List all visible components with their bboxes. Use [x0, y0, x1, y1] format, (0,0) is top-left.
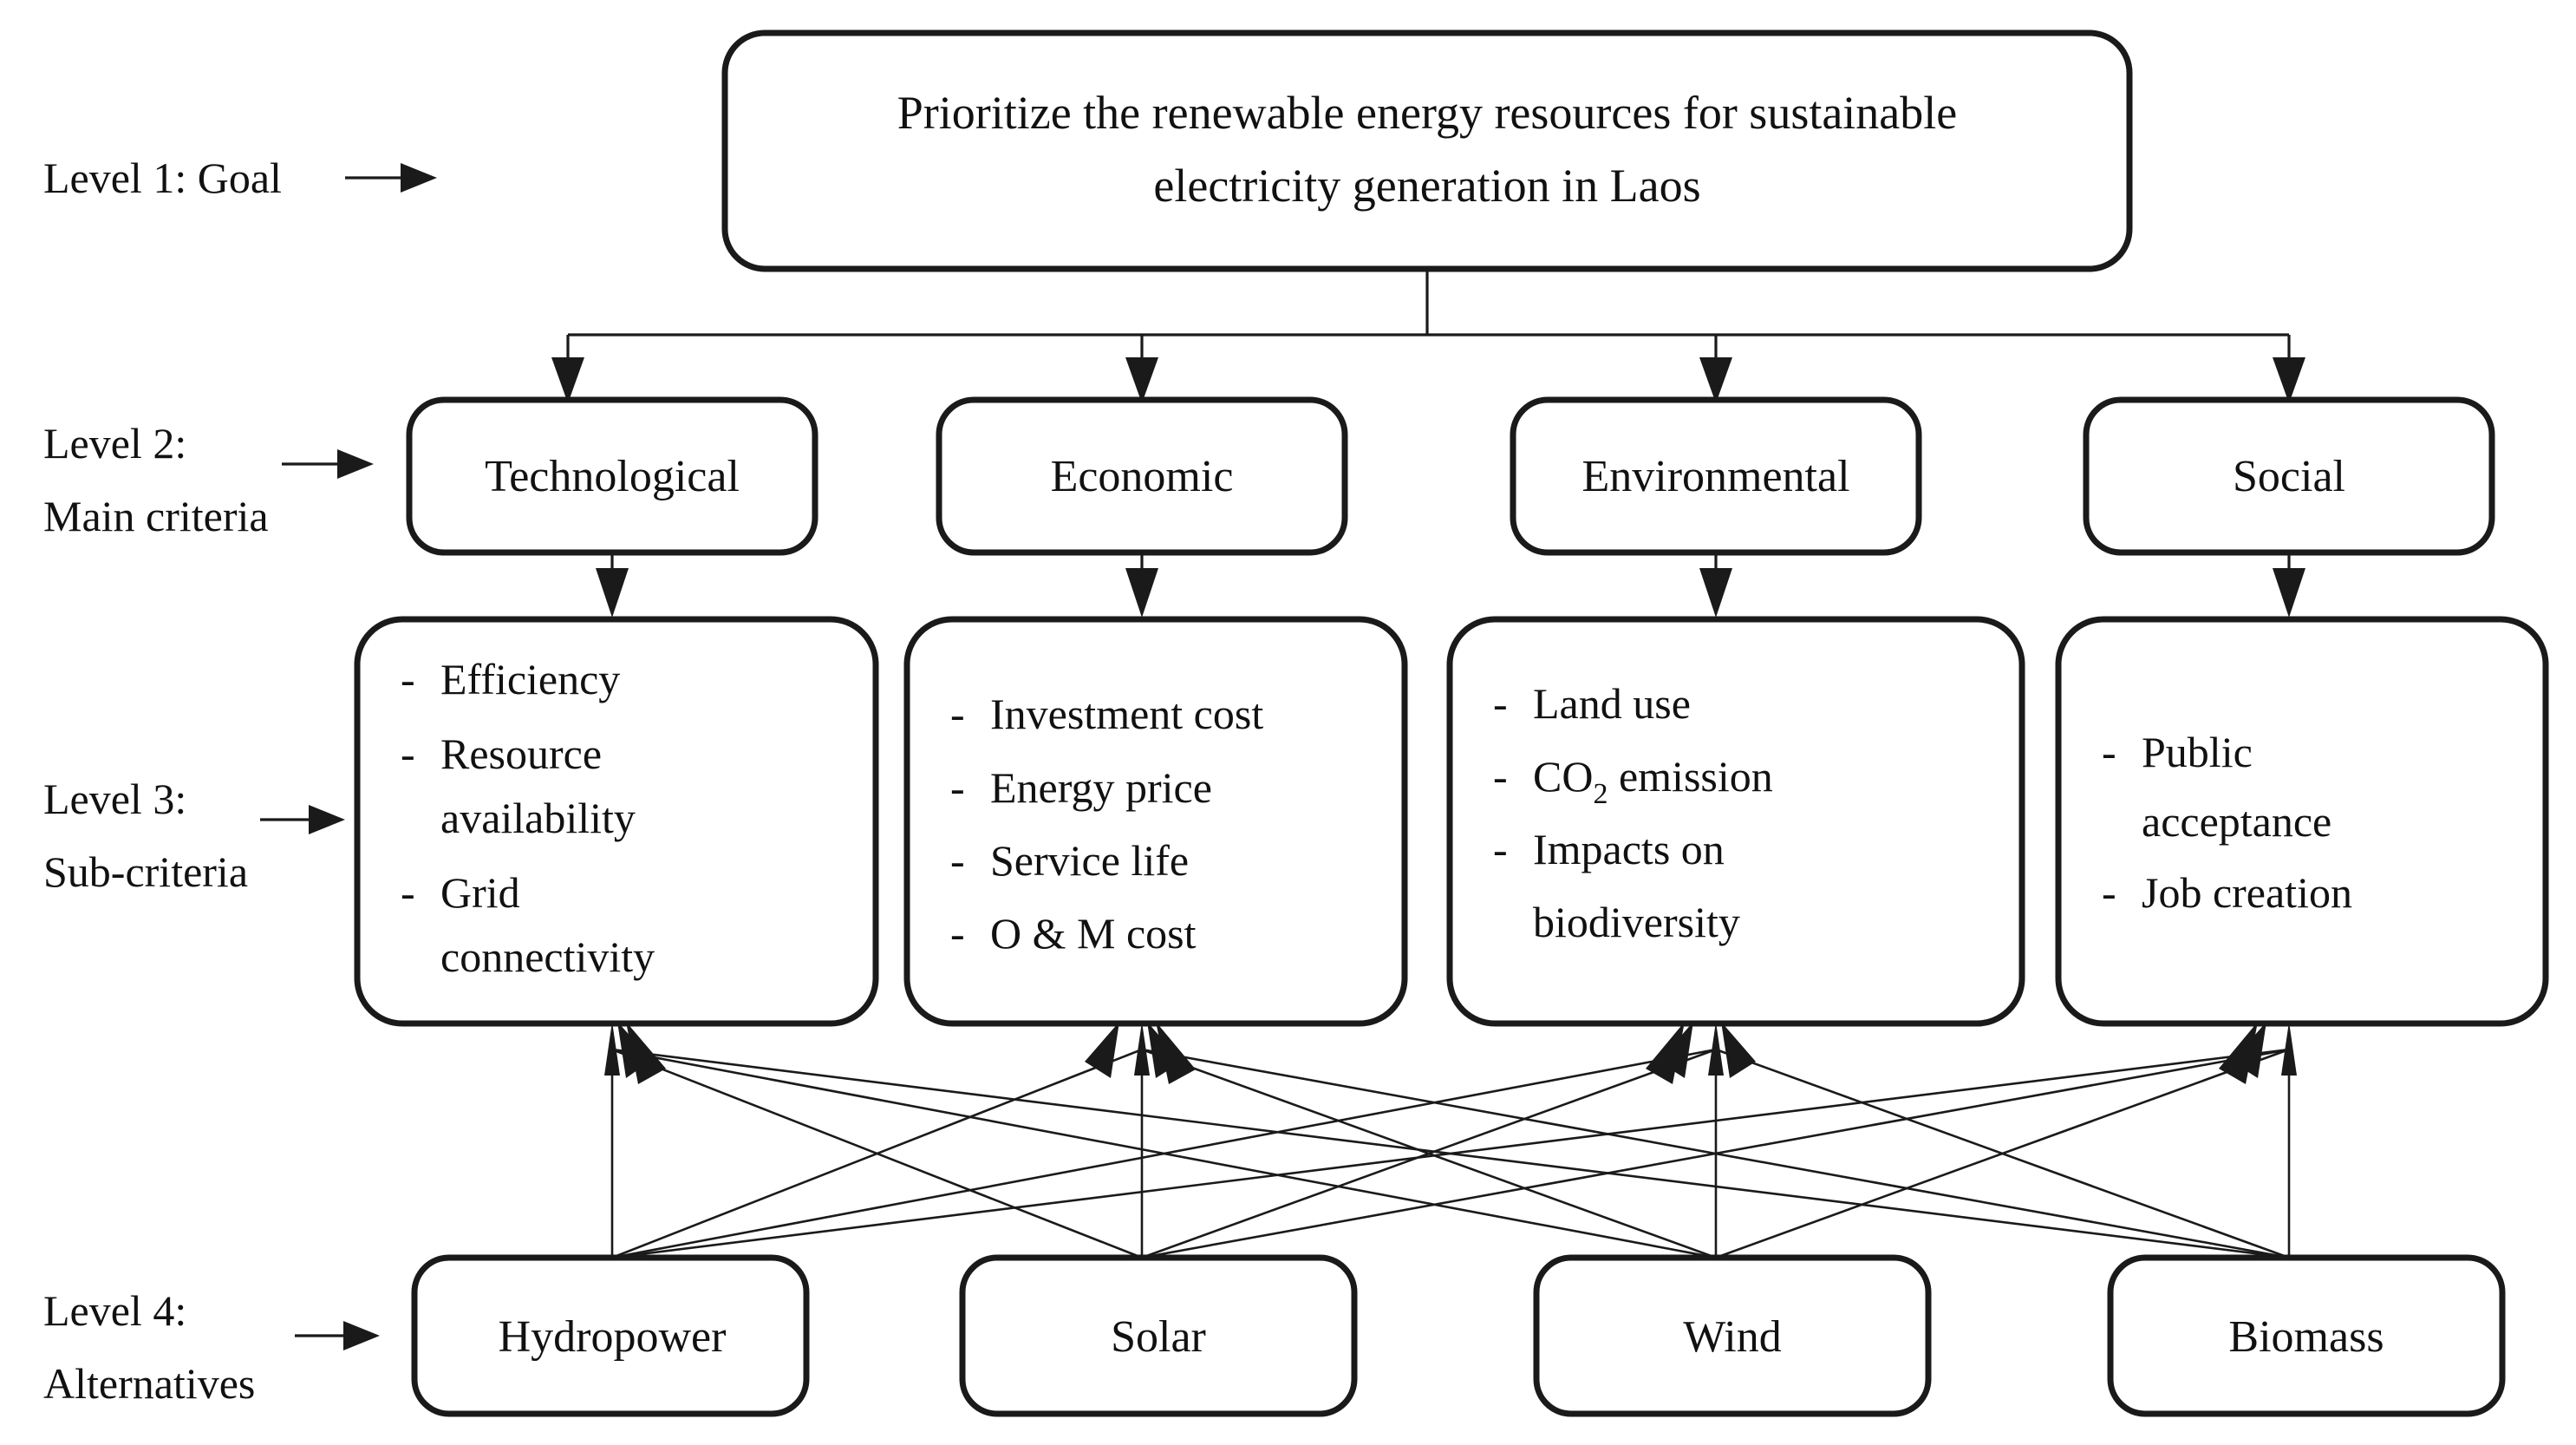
- sub-criteria-box-environmental[interactable]: - Land use - CO2 emission - Impacts on b…: [1446, 616, 2025, 1027]
- bullet-marker: -: [401, 868, 415, 917]
- alternative-box-wind[interactable]: Wind: [1533, 1254, 1932, 1417]
- level-1-label-line1: Level 1: Goal: [43, 154, 282, 202]
- main-criteria-box-social[interactable]: Social: [2083, 396, 2495, 556]
- goal-box: Prioritize the renewable energy resource…: [721, 29, 2133, 272]
- level-3-label-group: Level 3: Sub-criteria: [43, 775, 345, 896]
- level-2-label-line1: Level 2:: [43, 419, 186, 468]
- sub-criteria-item-cont: biodiversity: [1533, 898, 1740, 946]
- sub-criteria-rect: [354, 616, 879, 1027]
- bullet-marker: -: [950, 763, 965, 812]
- level-4-label-group: Level 4: Alternatives: [43, 1286, 380, 1408]
- level-3-label-line1: Level 3:: [43, 775, 186, 823]
- criteria-to-subcriteria-connectors: [596, 552, 2305, 618]
- bullet-marker: -: [2102, 868, 2116, 917]
- right-arrow-icon: [260, 805, 345, 834]
- sub-criteria-item: Service life: [990, 836, 1189, 885]
- co2-emission-word: emission: [1608, 752, 1772, 801]
- alternative-rect: [411, 1254, 810, 1417]
- sub-criteria-row: - Efficiency - Resource availability - G…: [354, 616, 2549, 1027]
- co2-formula-subscript: 2: [1593, 778, 1608, 810]
- bullet-marker: -: [1493, 825, 1508, 873]
- bullet-marker: -: [950, 836, 965, 885]
- level-2-label-group: Level 2: Main criteria: [43, 419, 374, 540]
- level-1-label-group: Level 1: Goal: [43, 154, 437, 202]
- main-criteria-label: Technological: [485, 452, 740, 501]
- alternative-rect: [959, 1254, 1358, 1417]
- sub-criteria-item: Grid: [440, 868, 520, 917]
- alternative-box-hydropower[interactable]: Hydropower: [411, 1254, 810, 1417]
- sub-criteria-item: Energy price: [990, 763, 1212, 812]
- alternative-rect: [2107, 1254, 2506, 1417]
- alternative-box-biomass[interactable]: Biomass: [2107, 1254, 2506, 1417]
- alternative-label: Hydropower: [499, 1312, 727, 1362]
- alternative-box-solar[interactable]: Solar: [959, 1254, 1358, 1417]
- main-criteria-label: Economic: [1051, 452, 1234, 501]
- right-arrow-icon: [295, 1321, 380, 1350]
- sub-criteria-item: Efficiency: [440, 655, 620, 703]
- sub-criteria-rect: [2055, 616, 2549, 1027]
- bullet-marker: -: [950, 909, 965, 958]
- sub-criteria-item: Resource: [440, 729, 602, 778]
- alternative-label: Wind: [1683, 1312, 1781, 1362]
- bullet-marker: -: [2102, 728, 2116, 776]
- sub-criteria-box-economic[interactable]: - Investment cost - Energy price - Servi…: [903, 616, 1408, 1027]
- sub-criteria-item-co2: CO2 emission: [1533, 752, 1773, 810]
- bullet-marker: -: [950, 690, 965, 738]
- sub-criteria-box-technological[interactable]: - Efficiency - Resource availability - G…: [354, 616, 879, 1027]
- level-2-label-line2: Main criteria: [43, 492, 269, 540]
- sub-criteria-item: O & M cost: [990, 909, 1197, 958]
- goal-text-line2: electricity generation in Laos: [1153, 160, 1700, 212]
- main-criteria-row: Technological Economic Environmental Soc…: [406, 396, 2495, 556]
- bullet-marker: -: [1493, 752, 1508, 801]
- level-3-label-line2: Sub-criteria: [43, 847, 248, 896]
- level-4-label-line2: Alternatives: [43, 1359, 255, 1408]
- sub-criteria-rect: [1446, 616, 2025, 1027]
- right-arrow-icon: [282, 449, 374, 479]
- sub-criteria-rect: [903, 616, 1408, 1027]
- co2-formula-base: CO: [1533, 752, 1593, 801]
- main-criteria-box-economic[interactable]: Economic: [936, 396, 1348, 556]
- alternatives-to-subcriteria-connectors: [604, 1022, 2297, 1259]
- goal-to-criteria-connector: [551, 269, 2305, 403]
- main-criteria-box-environmental[interactable]: Environmental: [1510, 396, 1922, 556]
- sub-criteria-box-social[interactable]: - Public acceptance - Job creation: [2055, 616, 2549, 1027]
- level-4-label-line1: Level 4:: [43, 1286, 186, 1335]
- bullet-marker: -: [401, 729, 415, 778]
- sub-criteria-item: Land use: [1533, 679, 1691, 728]
- sub-criteria-item-cont: acceptance: [2142, 797, 2331, 846]
- sub-criteria-item: Public: [2142, 728, 2253, 776]
- goal-box-rect: [721, 29, 2133, 272]
- main-criteria-label: Social: [2233, 452, 2345, 501]
- sub-criteria-item: Investment cost: [990, 690, 1263, 738]
- sub-criteria-item: Impacts on: [1533, 825, 1725, 873]
- alternative-label: Biomass: [2228, 1312, 2384, 1362]
- alternatives-row: Hydropower Solar Wind Biomass: [411, 1254, 2506, 1417]
- sub-criteria-item-cont: availability: [440, 794, 636, 842]
- main-criteria-box-technological[interactable]: Technological: [406, 396, 818, 556]
- sub-criteria-item: Job creation: [2142, 868, 2352, 917]
- sub-criteria-item-cont: connectivity: [440, 932, 655, 981]
- bullet-marker: -: [1493, 679, 1508, 728]
- alternative-label: Solar: [1111, 1312, 1206, 1362]
- main-criteria-label: Environmental: [1581, 452, 1849, 501]
- bullet-marker: -: [401, 655, 415, 703]
- right-arrow-icon: [345, 163, 437, 193]
- goal-text-line1: Prioritize the renewable energy resource…: [897, 87, 1958, 139]
- alternative-rect: [1533, 1254, 1932, 1417]
